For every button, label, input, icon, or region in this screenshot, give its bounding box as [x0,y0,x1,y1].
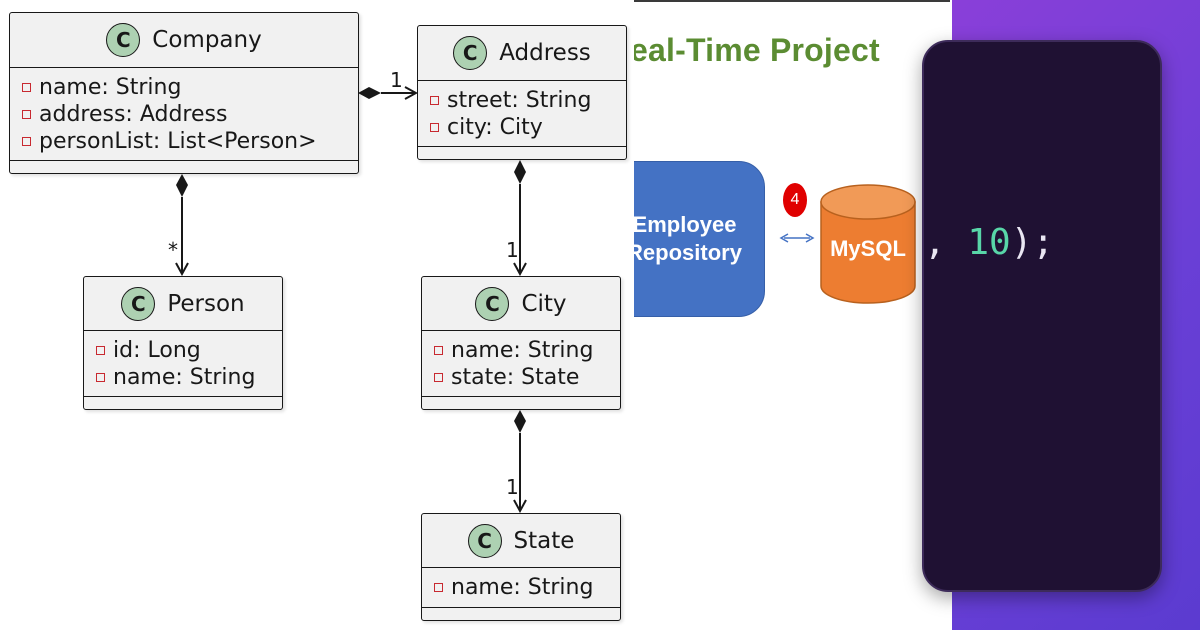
class-name: City [521,290,567,317]
code-fragment-suffix: ); [1010,222,1055,263]
code-panel: , 10); [922,0,1200,630]
class-field: address: Address [10,101,358,128]
uml-class-address[interactable]: C Address street: String city: City [417,25,627,160]
class-header: C State [422,514,620,568]
uml-class-city[interactable]: C City name: String state: State [421,276,621,410]
multiplicity-label: * [168,238,178,262]
class-name: Address [499,40,591,66]
class-field: state: State [422,364,620,391]
private-visibility-icon [22,110,31,119]
class-field: name: String [84,364,282,391]
class-stereotype-icon: C [453,36,488,70]
private-visibility-icon [22,83,31,92]
class-name: Person [167,290,245,317]
code-line: , 10); [924,222,1124,263]
code-fragment-prefix: , [924,222,968,263]
class-field: name: String [422,337,620,364]
database-label: MySQL [830,236,906,261]
slide-title: eal-Time Project [634,32,880,68]
multiplicity-label: 1 [506,475,519,499]
class-header: C Person [84,277,282,331]
step-badge: 4 [783,183,807,217]
composition-diamond [514,410,526,433]
multiplicity-label: 1 [506,238,519,262]
private-visibility-icon [96,346,105,355]
edge-company-person [176,174,188,274]
architecture-slide: eal-Time Project Employee Repository [634,0,952,630]
class-field: name: String [422,574,620,601]
composition-diamond [358,87,381,99]
class-fields: name: String address: Address personList… [10,68,358,161]
edge-company-address [358,87,416,99]
uml-edges [0,0,640,630]
repository-label-line1: Employee [634,212,737,237]
class-fields: street: String city: City [418,81,626,147]
code-editor-window: , 10); [922,40,1162,592]
composition-diamond [176,174,188,197]
class-field: id: Long [84,337,282,364]
uml-class-state[interactable]: C State name: String [421,513,621,621]
edge-address-city [514,160,526,274]
private-visibility-icon [22,137,31,146]
class-name: State [513,527,575,554]
class-name: Company [152,27,262,53]
private-visibility-icon [96,373,105,382]
class-header: C City [422,277,620,331]
private-visibility-icon [430,96,439,105]
code-number-literal: 10 [967,222,1011,263]
slide-divider [634,0,950,2]
class-stereotype-icon: C [475,286,510,321]
composition-diamond [514,160,526,184]
class-stereotype-icon: C [106,23,141,57]
multiplicity-label: 1 [390,68,403,92]
uml-class-company[interactable]: C Company name: String address: Address … [9,12,359,174]
private-visibility-icon [434,583,443,592]
class-field: name: String [10,74,358,101]
repository-label-line2: Repository [634,240,742,265]
class-header: C Address [418,26,626,81]
class-stereotype-icon: C [467,523,502,558]
repository-box: Employee Repository [634,161,765,317]
class-stereotype-icon: C [121,286,156,321]
class-field: city: City [418,114,626,141]
class-field: personList: List<Person> [10,128,358,155]
private-visibility-icon [434,373,443,382]
class-fields: name: String [422,568,620,608]
edge-city-state [514,410,526,511]
class-field: street: String [418,87,626,114]
uml-class-person[interactable]: C Person id: Long name: String [83,276,283,410]
class-fields: name: String state: State [422,331,620,397]
private-visibility-icon [434,346,443,355]
class-fields: id: Long name: String [84,331,282,397]
private-visibility-icon [430,123,439,132]
class-header: C Company [10,13,358,68]
